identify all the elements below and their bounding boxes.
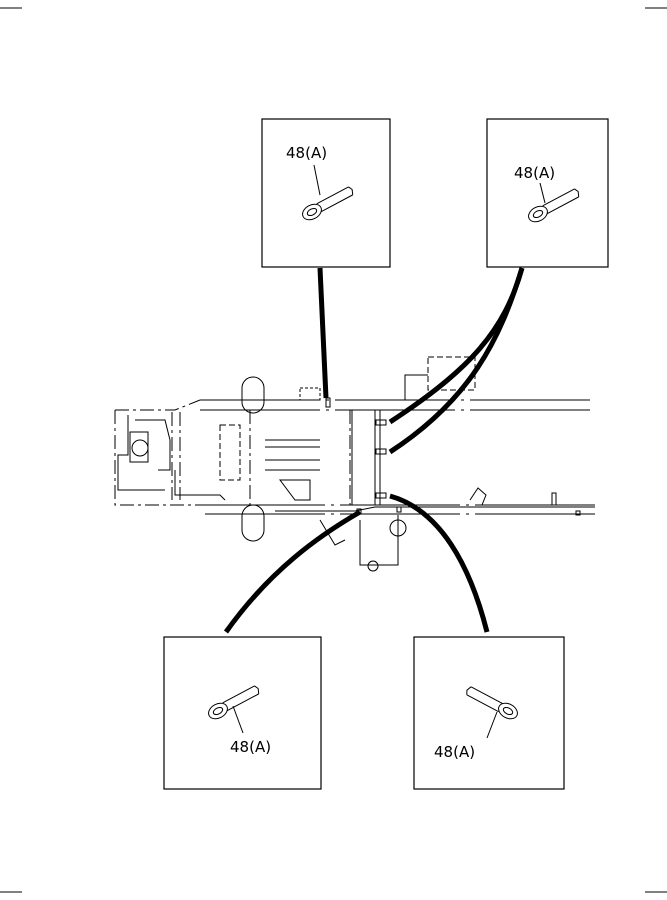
part-label: 48(A) — [286, 144, 327, 162]
callout-box — [261, 118, 391, 268]
part-label: 48(A) — [230, 738, 271, 756]
callout-bottom-right: 48(A) — [413, 636, 565, 790]
callout-top-left: 48(A) — [261, 118, 391, 268]
leader-lines — [223, 267, 525, 634]
clip-icon — [302, 186, 354, 221]
clip-icon — [528, 188, 580, 223]
callout-box — [413, 636, 565, 790]
crop-marks — [0, 7, 667, 893]
callout-box — [486, 118, 609, 268]
callout-bottom-left: 48(A) — [163, 636, 322, 790]
clip-icon — [208, 685, 260, 720]
callout-box — [163, 636, 322, 790]
callout-top-right: 48(A) — [486, 118, 609, 268]
chassis-frame — [114, 356, 595, 572]
part-label: 48(A) — [434, 743, 475, 761]
clip-icon — [466, 686, 518, 720]
part-label: 48(A) — [514, 164, 555, 182]
